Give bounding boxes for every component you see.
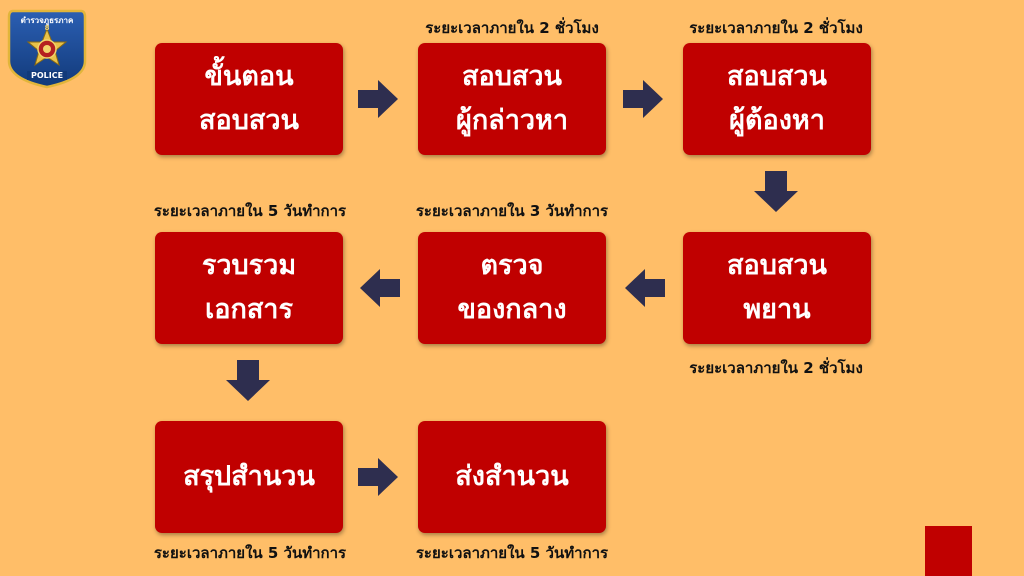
logo-region-number: 8 [44, 24, 50, 32]
step-box: ส่งสำนวน [418, 421, 606, 533]
arrow-right-icon [623, 80, 663, 118]
step-box: รวบรวม เอกสาร [155, 232, 343, 344]
step-box: สอบสวน ผู้กล่าวหา [418, 43, 606, 155]
arrow-down-icon [226, 360, 270, 401]
arrow-right-icon [358, 458, 398, 496]
step-label: พยาน [743, 294, 811, 325]
step-label: ขั้นตอน [204, 61, 294, 92]
police-logo: ตำรวจภูธรภาค 8 POLICE [5, 5, 89, 89]
step-label: สอบสวน [199, 105, 299, 136]
decorative-square [925, 526, 972, 576]
time-note: ระยะเวลาภายใน 5 วันทำการ [153, 202, 347, 220]
time-note: ระยะเวลาภายใน 5 วันทำการ [153, 544, 347, 562]
time-note: ระยะเวลาภายใน 3 วันทำการ [415, 202, 609, 220]
step-box: สรุปสำนวน [155, 421, 343, 533]
step-label: ผู้กล่าวหา [456, 105, 568, 136]
step-label: สรุปสำนวน [183, 461, 315, 492]
arrow-left-icon [360, 269, 400, 307]
step-label: สอบสวน [727, 250, 827, 281]
step-label: เอกสาร [205, 294, 293, 325]
step-box: ตรวจ ของกลาง [418, 232, 606, 344]
step-label: ตรวจ [480, 250, 544, 281]
step-label: สอบสวน [727, 61, 827, 92]
arrow-right-icon [358, 80, 398, 118]
step-box: สอบสวน พยาน [683, 232, 871, 344]
step-label: ส่งสำนวน [455, 461, 569, 492]
time-note: ระยะเวลาภายใน 2 ชั่วโมง [425, 19, 599, 37]
time-note: ระยะเวลาภายใน 2 ชั่วโมง [689, 359, 863, 377]
step-label: รวบรวม [201, 250, 297, 281]
step-label: สอบสวน [462, 61, 562, 92]
step-label: ผู้ต้องหา [729, 105, 825, 136]
time-note: ระยะเวลาภายใน 5 วันทำการ [415, 544, 609, 562]
logo-police-text: POLICE [27, 71, 67, 80]
logo-top-text: ตำรวจภูธรภาค [20, 16, 74, 25]
step-box: สอบสวน ผู้ต้องหา [683, 43, 871, 155]
arrow-left-icon [625, 269, 665, 307]
step-label: ของกลาง [457, 294, 567, 325]
step-box: ขั้นตอน สอบสวน [155, 43, 343, 155]
time-note: ระยะเวลาภายใน 2 ชั่วโมง [689, 19, 863, 37]
arrow-down-icon [754, 171, 798, 212]
